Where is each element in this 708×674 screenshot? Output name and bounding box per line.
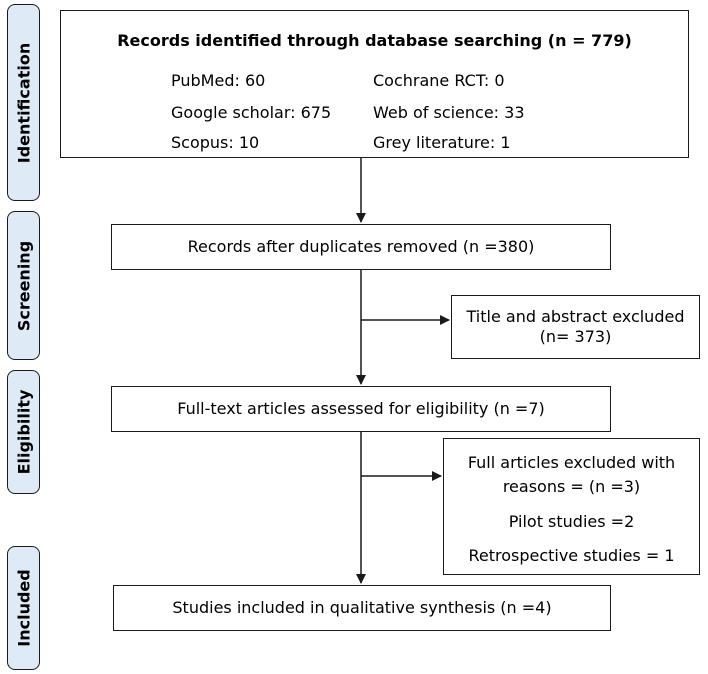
full-excluded-reason-retrospective: Retrospective studies = 1 — [444, 546, 699, 566]
source-google-scholar: Google scholar: 675 — [171, 103, 332, 122]
title-abstract-excluded-box: Title and abstract excluded (n= 373) — [451, 295, 700, 359]
after-duplicates-box: Records after duplicates removed (n =380… — [111, 224, 611, 270]
full-excluded-line1: Full articles excluded with — [467, 453, 676, 472]
records-identified-title: Records identified through database sear… — [117, 31, 632, 50]
title-abstract-excluded-line1: Title and abstract excluded — [466, 307, 685, 326]
full-excluded-reason-pilot: Pilot studies =2 — [444, 512, 699, 532]
reason-retrospective-text: Retrospective studies = 1 — [468, 546, 675, 565]
source-pubmed: PubMed: 60 — [171, 71, 266, 90]
studies-included-text: Studies included in qualitative synthesi… — [172, 598, 552, 617]
full-articles-excluded-box: Full articles excluded with reasons = (n… — [443, 438, 700, 575]
stage-included: Included — [7, 546, 40, 670]
source-scopus: Scopus: 10 — [171, 133, 260, 152]
full-excluded-header: Full articles excluded with reasons = (n… — [444, 453, 699, 497]
source-web-of-science: Web of science: 33 — [373, 103, 525, 122]
stage-eligibility: Eligibility — [7, 370, 40, 494]
studies-included-box: Studies included in qualitative synthesi… — [113, 585, 611, 631]
after-duplicates-text: Records after duplicates removed (n =380… — [187, 237, 535, 256]
stage-screening: Screening — [7, 211, 40, 360]
full-excluded-line2: reasons = (n =3) — [502, 477, 641, 496]
records-identified-box: Records identified through database sear… — [60, 10, 689, 158]
title-abstract-excluded-line2: (n= 373) — [539, 327, 612, 346]
source-cochrane: Cochrane RCT: 0 — [373, 71, 505, 90]
full-text-assessed-text: Full-text articles assessed for eligibil… — [177, 399, 545, 418]
full-text-assessed-box: Full-text articles assessed for eligibil… — [111, 386, 611, 432]
source-grey-literature: Grey literature: 1 — [373, 133, 511, 152]
stage-identification: Identification — [7, 4, 40, 201]
reason-pilot-text: Pilot studies =2 — [508, 512, 635, 531]
